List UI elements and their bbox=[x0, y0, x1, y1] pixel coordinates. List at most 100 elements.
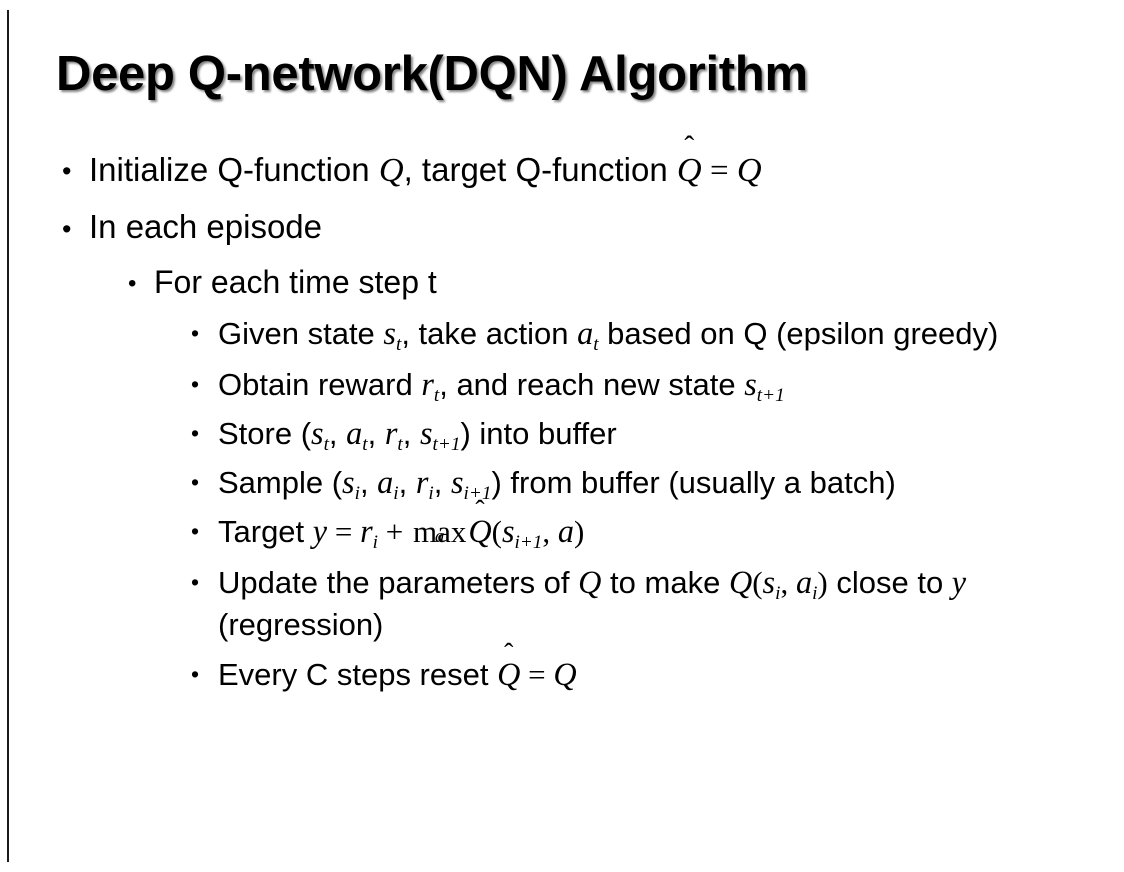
text-fragment: Update the parameters of bbox=[218, 564, 579, 600]
bullet-marker: • bbox=[62, 213, 72, 244]
text-fragment: (regression) bbox=[218, 606, 384, 642]
text-fragment: Target bbox=[218, 513, 313, 549]
bullet-initialize: • Initialize Q-function Q, target Q-func… bbox=[0, 148, 1124, 193]
math-paren-close: ) bbox=[817, 564, 828, 600]
bullet-target-text: Target y = ri + maxâQ(si+1, a) bbox=[218, 510, 1124, 553]
math-sub-t-plus-1: t+1 bbox=[432, 433, 461, 455]
math-equals: = bbox=[701, 153, 737, 189]
math-sub-i: i bbox=[812, 582, 818, 604]
math-var-q-hat-base: Q bbox=[676, 151, 702, 189]
bullet-store: • Store (st, at, rt, st+1) into buffer bbox=[0, 412, 1124, 455]
text-fragment: ) into buffer bbox=[460, 416, 617, 452]
bullet-given-state-text: Given state st, take action at based on … bbox=[218, 312, 1124, 355]
bullet-marker: • bbox=[191, 420, 200, 447]
math-var-r: r bbox=[415, 463, 429, 500]
bullet-marker: • bbox=[191, 660, 200, 687]
math-var-a: a bbox=[557, 512, 575, 549]
math-equals: = bbox=[327, 513, 361, 549]
math-var-a: a bbox=[346, 415, 363, 452]
math-sub-t: t bbox=[397, 433, 403, 455]
math-var-y: y bbox=[312, 512, 328, 549]
text-fragment: Given state bbox=[218, 316, 384, 352]
bullet-marker: • bbox=[62, 156, 72, 186]
text-fragment: Obtain reward bbox=[218, 367, 422, 403]
text-fragment: , bbox=[359, 464, 378, 500]
math-sub-i-plus-1: i+1 bbox=[463, 482, 492, 504]
math-sub-t-plus-1: t+1 bbox=[756, 385, 785, 406]
math-var-s: s bbox=[501, 512, 515, 549]
bullet-marker: • bbox=[191, 371, 200, 398]
math-var-q-hat-base: Q bbox=[497, 655, 521, 692]
bullet-marker: • bbox=[191, 468, 200, 495]
bullet-marker: • bbox=[191, 517, 200, 544]
bullet-in-each-episode-text: In each episode bbox=[89, 207, 323, 245]
math-sub-t: t bbox=[433, 385, 440, 406]
slide-left-rule bbox=[7, 10, 9, 862]
math-equals: = bbox=[520, 656, 554, 692]
bullet-marker: • bbox=[191, 568, 200, 595]
bullet-for-each-time-step: • For each time step t bbox=[0, 262, 1124, 304]
bullet-marker: • bbox=[128, 269, 137, 297]
math-var-s2: s bbox=[451, 463, 464, 500]
text-fragment: Sample ( bbox=[218, 464, 343, 500]
math-var-q-hat-base: Q bbox=[468, 512, 492, 549]
math-var-r: r bbox=[421, 366, 434, 403]
bullet-update: • Update the parameters of Q to make Q(s… bbox=[0, 561, 1124, 645]
math-var-q: Q bbox=[378, 151, 404, 189]
math-sub-i: i bbox=[428, 482, 434, 504]
slide-title: Deep Q-network(DQN) Algorithm bbox=[56, 47, 808, 101]
bullet-initialize-text: Initialize Q-function Q, target Q-functi… bbox=[89, 148, 1124, 193]
math-var-r: r bbox=[360, 512, 373, 549]
math-sub-i: i bbox=[393, 482, 399, 504]
bullet-for-each-time-step-text: For each time step t bbox=[154, 263, 437, 300]
math-q-hat: ̂Q bbox=[677, 148, 702, 193]
math-max-label: max bbox=[412, 513, 467, 549]
math-var-a: a bbox=[377, 463, 394, 500]
math-var-s: s bbox=[762, 563, 776, 600]
math-var-s: s bbox=[311, 415, 324, 452]
text-fragment: Every C steps reset bbox=[218, 656, 498, 692]
bullet-sample-text: Sample (si, ai, ri, si+1) from buffer (u… bbox=[218, 461, 1124, 504]
math-var-s: s bbox=[744, 366, 757, 403]
bullet-target: • Target y = ri + maxâQ(si+1, a) bbox=[0, 510, 1124, 553]
text-fragment: based on Q (epsilon greedy) bbox=[598, 316, 999, 352]
math-var-y: y bbox=[951, 563, 967, 600]
text-fragment: , target Q-function bbox=[403, 151, 677, 188]
math-sub-t: t bbox=[395, 334, 402, 356]
math-sub-t: t bbox=[362, 433, 368, 455]
math-var-s: s bbox=[383, 315, 396, 352]
math-paren-open: ( bbox=[752, 564, 763, 600]
math-var-a: a bbox=[795, 563, 813, 600]
bullet-given-state: • Given state st, take action at based o… bbox=[0, 312, 1124, 355]
text-fragment: , bbox=[367, 416, 385, 452]
text-fragment: , bbox=[328, 416, 347, 452]
slide-body: • Initialize Q-function Q, target Q-func… bbox=[0, 148, 1124, 702]
bullet-every-c-steps-text: Every C steps reset ̂Q = Q bbox=[218, 653, 1124, 696]
math-max-limit: a bbox=[434, 526, 445, 548]
math-var-q2: Q bbox=[728, 563, 753, 600]
bullet-every-c-steps: • Every C steps reset ̂Q = Q bbox=[0, 653, 1124, 696]
math-var-s2: s bbox=[419, 415, 433, 452]
math-var-r: r bbox=[384, 415, 398, 452]
text-fragment: , bbox=[433, 464, 451, 500]
math-sub-i-plus-1: i+1 bbox=[514, 531, 543, 553]
math-sub-i: i bbox=[372, 531, 378, 553]
text-fragment: ) from buffer (usually a batch) bbox=[491, 464, 896, 500]
math-var-q1: Q bbox=[578, 563, 602, 600]
math-sub-i: i bbox=[354, 482, 360, 504]
text-fragment: Initialize Q-function bbox=[89, 151, 379, 188]
bullet-store-text: Store (st, at, rt, st+1) into buffer bbox=[218, 412, 1124, 455]
math-var-q: Q bbox=[553, 655, 577, 692]
bullet-sample: • Sample (si, ai, ri, si+1) from buffer … bbox=[0, 461, 1124, 504]
bullet-obtain-reward-text: Obtain reward rt, and reach new state st… bbox=[218, 363, 1124, 406]
bullet-obtain-reward: • Obtain reward rt, and reach new state … bbox=[0, 363, 1124, 406]
math-comma: , bbox=[780, 564, 796, 600]
bullet-marker: • bbox=[191, 320, 200, 347]
text-fragment: Store ( bbox=[218, 416, 312, 452]
math-sub-t: t bbox=[323, 433, 329, 455]
text-fragment: , and reach new state bbox=[439, 367, 745, 403]
text-fragment: , bbox=[398, 464, 416, 500]
math-sub-t: t bbox=[593, 334, 599, 356]
